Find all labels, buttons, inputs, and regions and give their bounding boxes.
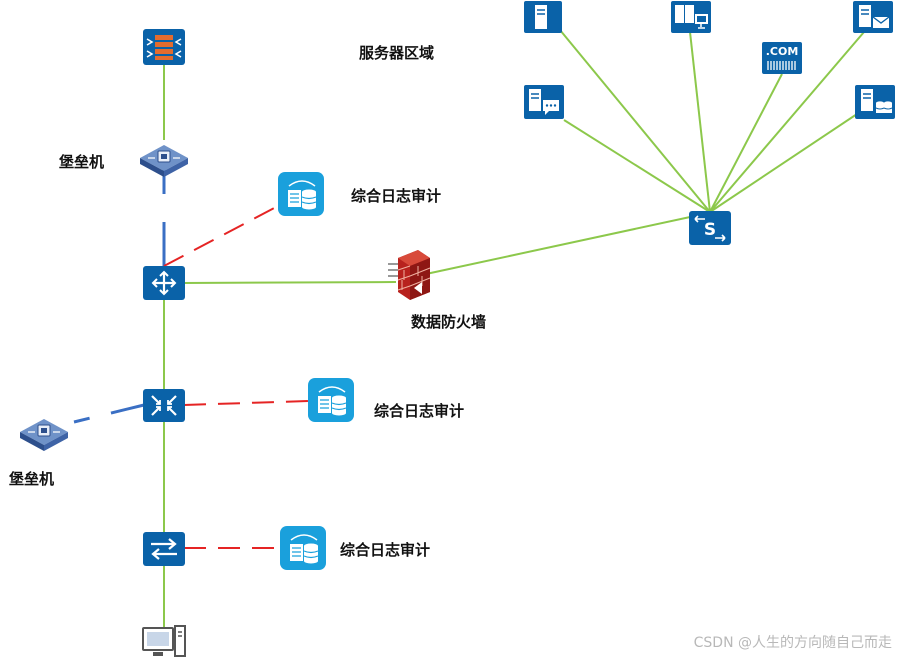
server-zone-label: 服务器区域: [359, 44, 435, 62]
access-switch-icon[interactable]: [143, 532, 185, 566]
data-firewall-icon[interactable]: [388, 250, 431, 300]
link-switch-to-server-3: [709, 31, 865, 213]
link-core-to-audit-2: [183, 400, 309, 406]
server-badge-text: .COM: [766, 45, 799, 58]
log-audit-label: 综合日志审计: [351, 187, 442, 205]
bastion-host-icon[interactable]: [140, 145, 188, 177]
link-switch-to-server-chat: [563, 119, 711, 213]
watermark: CSDN @人生的方向随自己而走: [693, 635, 892, 651]
router-icon[interactable]: [143, 266, 185, 300]
data-firewall-label: 数据防火墙: [411, 313, 487, 331]
server-workstation-icon[interactable]: [671, 1, 711, 33]
core-switch-icon[interactable]: [143, 389, 185, 422]
mail-server-icon[interactable]: [853, 1, 893, 33]
database-server-icon[interactable]: [855, 85, 895, 119]
link-switch-to-server-com: [709, 73, 783, 213]
link-router-to-audit-1: [163, 205, 279, 267]
bastion-host-left-icon[interactable]: [20, 419, 68, 451]
link-switch-to-server-2: [689, 31, 711, 213]
log-audit-icon[interactable]: [308, 378, 354, 422]
firewall-icon[interactable]: [143, 29, 185, 65]
link-router-to-data-firewall: [181, 281, 397, 284]
log-audit-icon[interactable]: [278, 172, 324, 216]
log-audit-label: 综合日志审计: [340, 541, 431, 559]
web-server-com-icon[interactable]: .COM: [762, 42, 802, 74]
link-data-firewall-to-switch: [425, 213, 705, 275]
link-switch-to-server-1: [559, 29, 711, 213]
chat-server-icon[interactable]: [524, 85, 564, 119]
links: [73, 29, 865, 630]
bastion-host-label: 堡垒机: [59, 153, 105, 171]
log-audit-label: 综合日志审计: [374, 402, 465, 420]
server-zone-switch-icon[interactable]: S: [689, 211, 731, 245]
link-core-to-bastion-left: [73, 403, 145, 424]
log-audit-icon[interactable]: [280, 526, 326, 570]
server-icon[interactable]: [524, 1, 562, 33]
bastion-host-label: 堡垒机: [9, 470, 55, 488]
pc-workstation-icon[interactable]: [142, 625, 186, 657]
svg-text:S: S: [704, 220, 716, 240]
link-switch-to-server-db: [709, 111, 861, 213]
